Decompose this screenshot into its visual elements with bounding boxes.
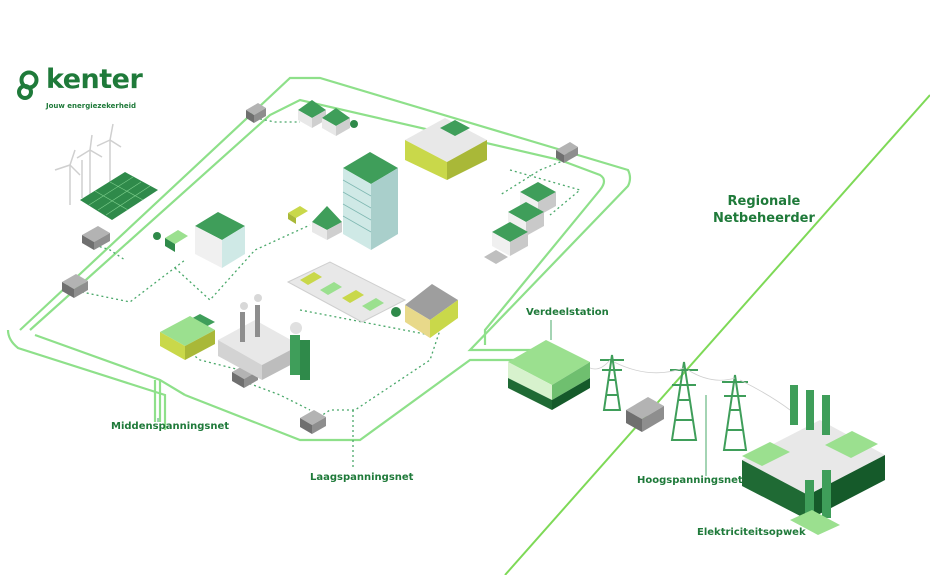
brand-name: kenter: [46, 64, 143, 95]
house-and-car: [288, 206, 342, 240]
connector-box: [556, 142, 578, 163]
low-voltage-network: [71, 117, 582, 470]
region-line-2: Netbeheerder: [713, 211, 815, 226]
label-verdeelstation: Verdeelstation: [526, 307, 609, 318]
power-plant: [742, 385, 885, 535]
regional-boundary-line: [504, 94, 930, 575]
connector-box: [300, 410, 326, 434]
label-elektriciteitsopwek: Elektriciteitsopwek: [697, 527, 806, 538]
label-middenspanningsnet: Middenspanningsnet: [111, 421, 230, 432]
small-office: [160, 314, 215, 360]
factory: [218, 294, 310, 380]
region-label: Regionale Netbeheerder: [713, 193, 815, 227]
label-leaders: [157, 320, 707, 476]
kenter-logo: kenter Jouw energiezekerheid: [16, 64, 143, 110]
warehouse: [405, 284, 458, 338]
power-cables: [589, 359, 791, 411]
transformer-box: [626, 397, 664, 432]
connector-box: [62, 274, 88, 298]
houses-right: [484, 182, 556, 264]
parking-lot: [286, 261, 407, 323]
label-laagspanningsnet: Laagspanningsnet: [310, 472, 414, 483]
wind-turbines: [54, 123, 122, 205]
houses-top: [298, 100, 358, 136]
office-teal: [153, 212, 245, 268]
pylons: [600, 354, 748, 451]
label-hoogspanningsnet: Hoogspanningsnet: [637, 475, 743, 486]
office-building-yellow: [405, 118, 487, 180]
distribution-station: [508, 340, 590, 410]
connector-box: [82, 226, 110, 250]
kenter-logo-icon: [17, 70, 39, 100]
solar-field: [80, 172, 158, 220]
medium-voltage-network: [6, 76, 632, 442]
tall-tower: [342, 152, 398, 250]
brand-tagline: Jouw energiezekerheid: [46, 102, 137, 110]
region-line-1: Regionale: [727, 194, 801, 209]
connector-box: [246, 103, 266, 123]
